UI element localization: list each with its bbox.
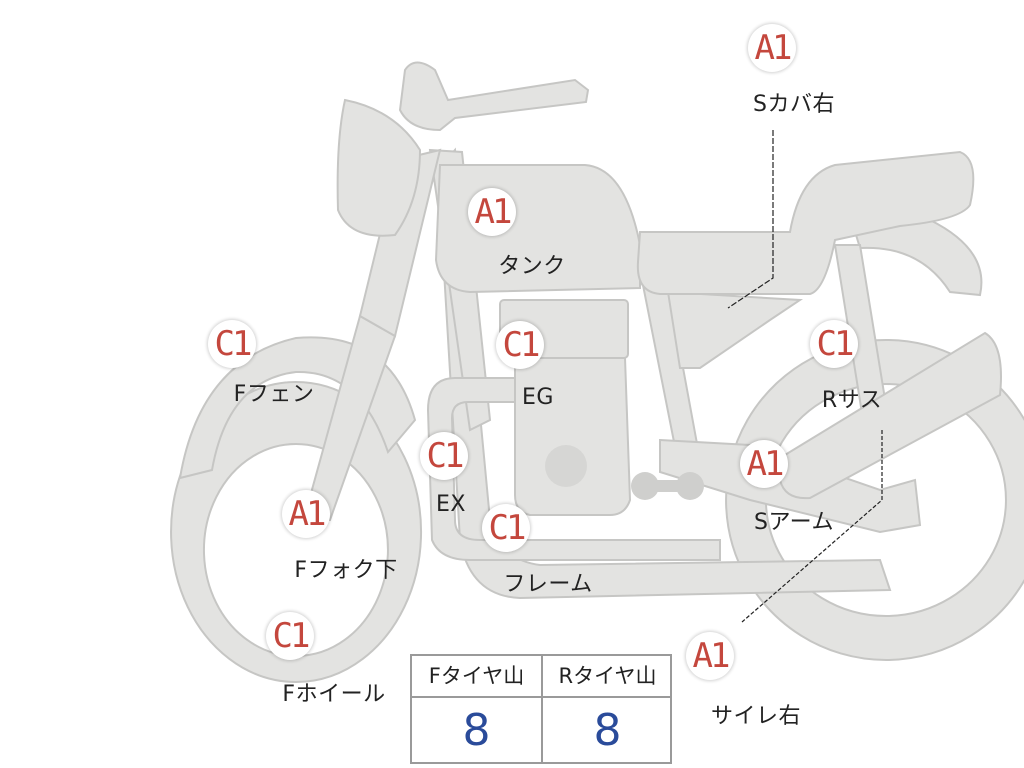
- grade-marker: A1: [686, 632, 734, 680]
- part-label: EG: [522, 385, 554, 410]
- rear-tire-value: 8: [593, 705, 622, 756]
- grade-marker: C1: [496, 321, 544, 369]
- footpeg: [631, 472, 704, 500]
- handlebar: [398, 61, 590, 132]
- grade-marker: A1: [740, 440, 788, 488]
- headlight: [336, 98, 422, 237]
- tire-tread-table: Fタイヤ山 8 Rタイヤ山 8: [410, 654, 672, 764]
- side-cover: [666, 290, 804, 369]
- part-label: Fフェン: [233, 382, 315, 407]
- part-label: サイレ右: [710, 704, 802, 729]
- part-label: Sカバ右: [753, 92, 835, 117]
- engine-cover: [545, 445, 587, 487]
- leader-silencer: [741, 430, 883, 623]
- rear-tire-header: Rタイヤ山: [543, 656, 672, 698]
- part-label: フレーム: [503, 572, 593, 597]
- rear-tire-column: Rタイヤ山 8: [543, 656, 672, 762]
- leader-s-cover: [727, 130, 774, 309]
- part-label: Rサス: [821, 388, 883, 413]
- exhaust-pipe: [426, 377, 721, 561]
- part-label: タンク: [498, 254, 566, 279]
- part-label: EX: [436, 492, 466, 517]
- seat: [636, 150, 975, 295]
- front-fork-upper: [358, 148, 442, 338]
- part-label: Fフォク下: [294, 558, 398, 583]
- front-tire-column: Fタイヤ山 8: [412, 656, 543, 762]
- front-tire-value: 8: [462, 705, 491, 756]
- grade-marker: A1: [468, 188, 516, 236]
- rear-wheel: [725, 339, 1024, 661]
- part-label: Sアーム: [754, 510, 834, 535]
- grade-marker: C1: [810, 320, 858, 368]
- rear-fender: [848, 213, 983, 297]
- grade-marker: A1: [748, 24, 796, 72]
- grade-marker: C1: [208, 320, 256, 368]
- grade-marker: A1: [282, 490, 330, 538]
- silencer: [779, 331, 1002, 500]
- front-tire-header: Fタイヤ山: [412, 656, 541, 698]
- part-label: Fホイール: [282, 682, 386, 707]
- grade-marker: C1: [420, 432, 468, 480]
- grade-marker: C1: [482, 504, 530, 552]
- engine-case: [514, 357, 632, 516]
- grade-marker: C1: [266, 612, 314, 660]
